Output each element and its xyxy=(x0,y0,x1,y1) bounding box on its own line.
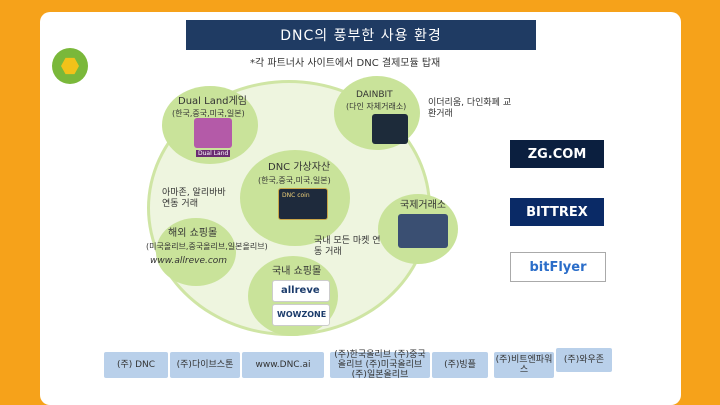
center-sub: (한국,중국,미국,일본) xyxy=(258,176,331,185)
company-button-bingple[interactable]: (주)빙플 xyxy=(432,352,488,378)
dnc-coin-card-image: DNC coin xyxy=(278,188,328,220)
company-button-bitnpower[interactable]: (주)비트엔파워스 xyxy=(494,352,554,378)
company-button-divestone[interactable]: (주)다이브스톤 xyxy=(170,352,240,378)
dainbit-title: DAINBIT xyxy=(356,90,393,100)
exchange-image xyxy=(398,214,448,248)
dainbit-sub: (다인 자체거래소) xyxy=(346,102,407,111)
zg-com-logo: ZG.COM xyxy=(510,140,604,168)
wowzone-logo-text: WOWZONE xyxy=(277,310,327,319)
amazon-text: 아마존, 알리바바 연동 거래 xyxy=(162,188,226,209)
bittrex-text: BITTREX xyxy=(526,204,588,220)
domestic-mall-title: 국내 쇼핑몰 xyxy=(272,266,322,277)
dnc-logo-icon xyxy=(52,48,88,84)
bittrex-logo: BITTREX xyxy=(510,198,604,226)
bitflyer-logo: bitFlyer xyxy=(510,252,606,282)
company-button-olive[interactable]: (주)한국올리브 (주)중국올리브 (주)미국올리브 (주)일본올리브 xyxy=(330,350,430,380)
dualland-sub: (한국,중국,미국,일본) xyxy=(172,109,245,118)
dualland-game-image: Dual Land xyxy=(194,118,232,157)
overseas-url: www.allreve.com xyxy=(150,256,228,266)
dualland-title: Dual Land게임 xyxy=(178,96,247,107)
bitflyer-text: bitFlyer xyxy=(529,259,587,275)
overseas-sub: (미국올리브,중국올리브,일본올리브) xyxy=(146,242,268,251)
page-subtitle: *각 파트너사 사이트에서 DNC 결제모듈 탑재 xyxy=(250,58,441,69)
center-title: DNC 가상자산 xyxy=(268,162,331,173)
node-overseas xyxy=(156,218,236,286)
zg-com-text: ZG.COM xyxy=(527,146,587,162)
allreve-logo: allreve xyxy=(272,280,330,302)
company-button-wowzone[interactable]: (주)와우존 xyxy=(556,348,612,372)
dualland-badge: Dual Land xyxy=(196,150,231,157)
dainbit-chart-image xyxy=(372,114,408,144)
allreve-logo-text: allreve xyxy=(281,285,320,296)
wowzone-logo: WOWZONE xyxy=(272,304,330,326)
company-button-dnc[interactable]: (주) DNC xyxy=(104,352,168,378)
exchange-title: 국제거래소 xyxy=(400,200,446,211)
domestic-market-text: 국내 모든 마켓 연동 거래 xyxy=(314,236,381,257)
company-button-dnc-ai[interactable]: www.DNC.ai xyxy=(242,352,324,378)
page-title: DNC의 풍부한 사용 환경 xyxy=(186,20,536,50)
overseas-title: 해외 쇼핑몰 xyxy=(168,228,218,239)
dainbit-side-text: 이더리움, 다인화폐 교환거래 xyxy=(428,98,512,119)
dnc-card-label: DNC coin xyxy=(282,192,310,199)
